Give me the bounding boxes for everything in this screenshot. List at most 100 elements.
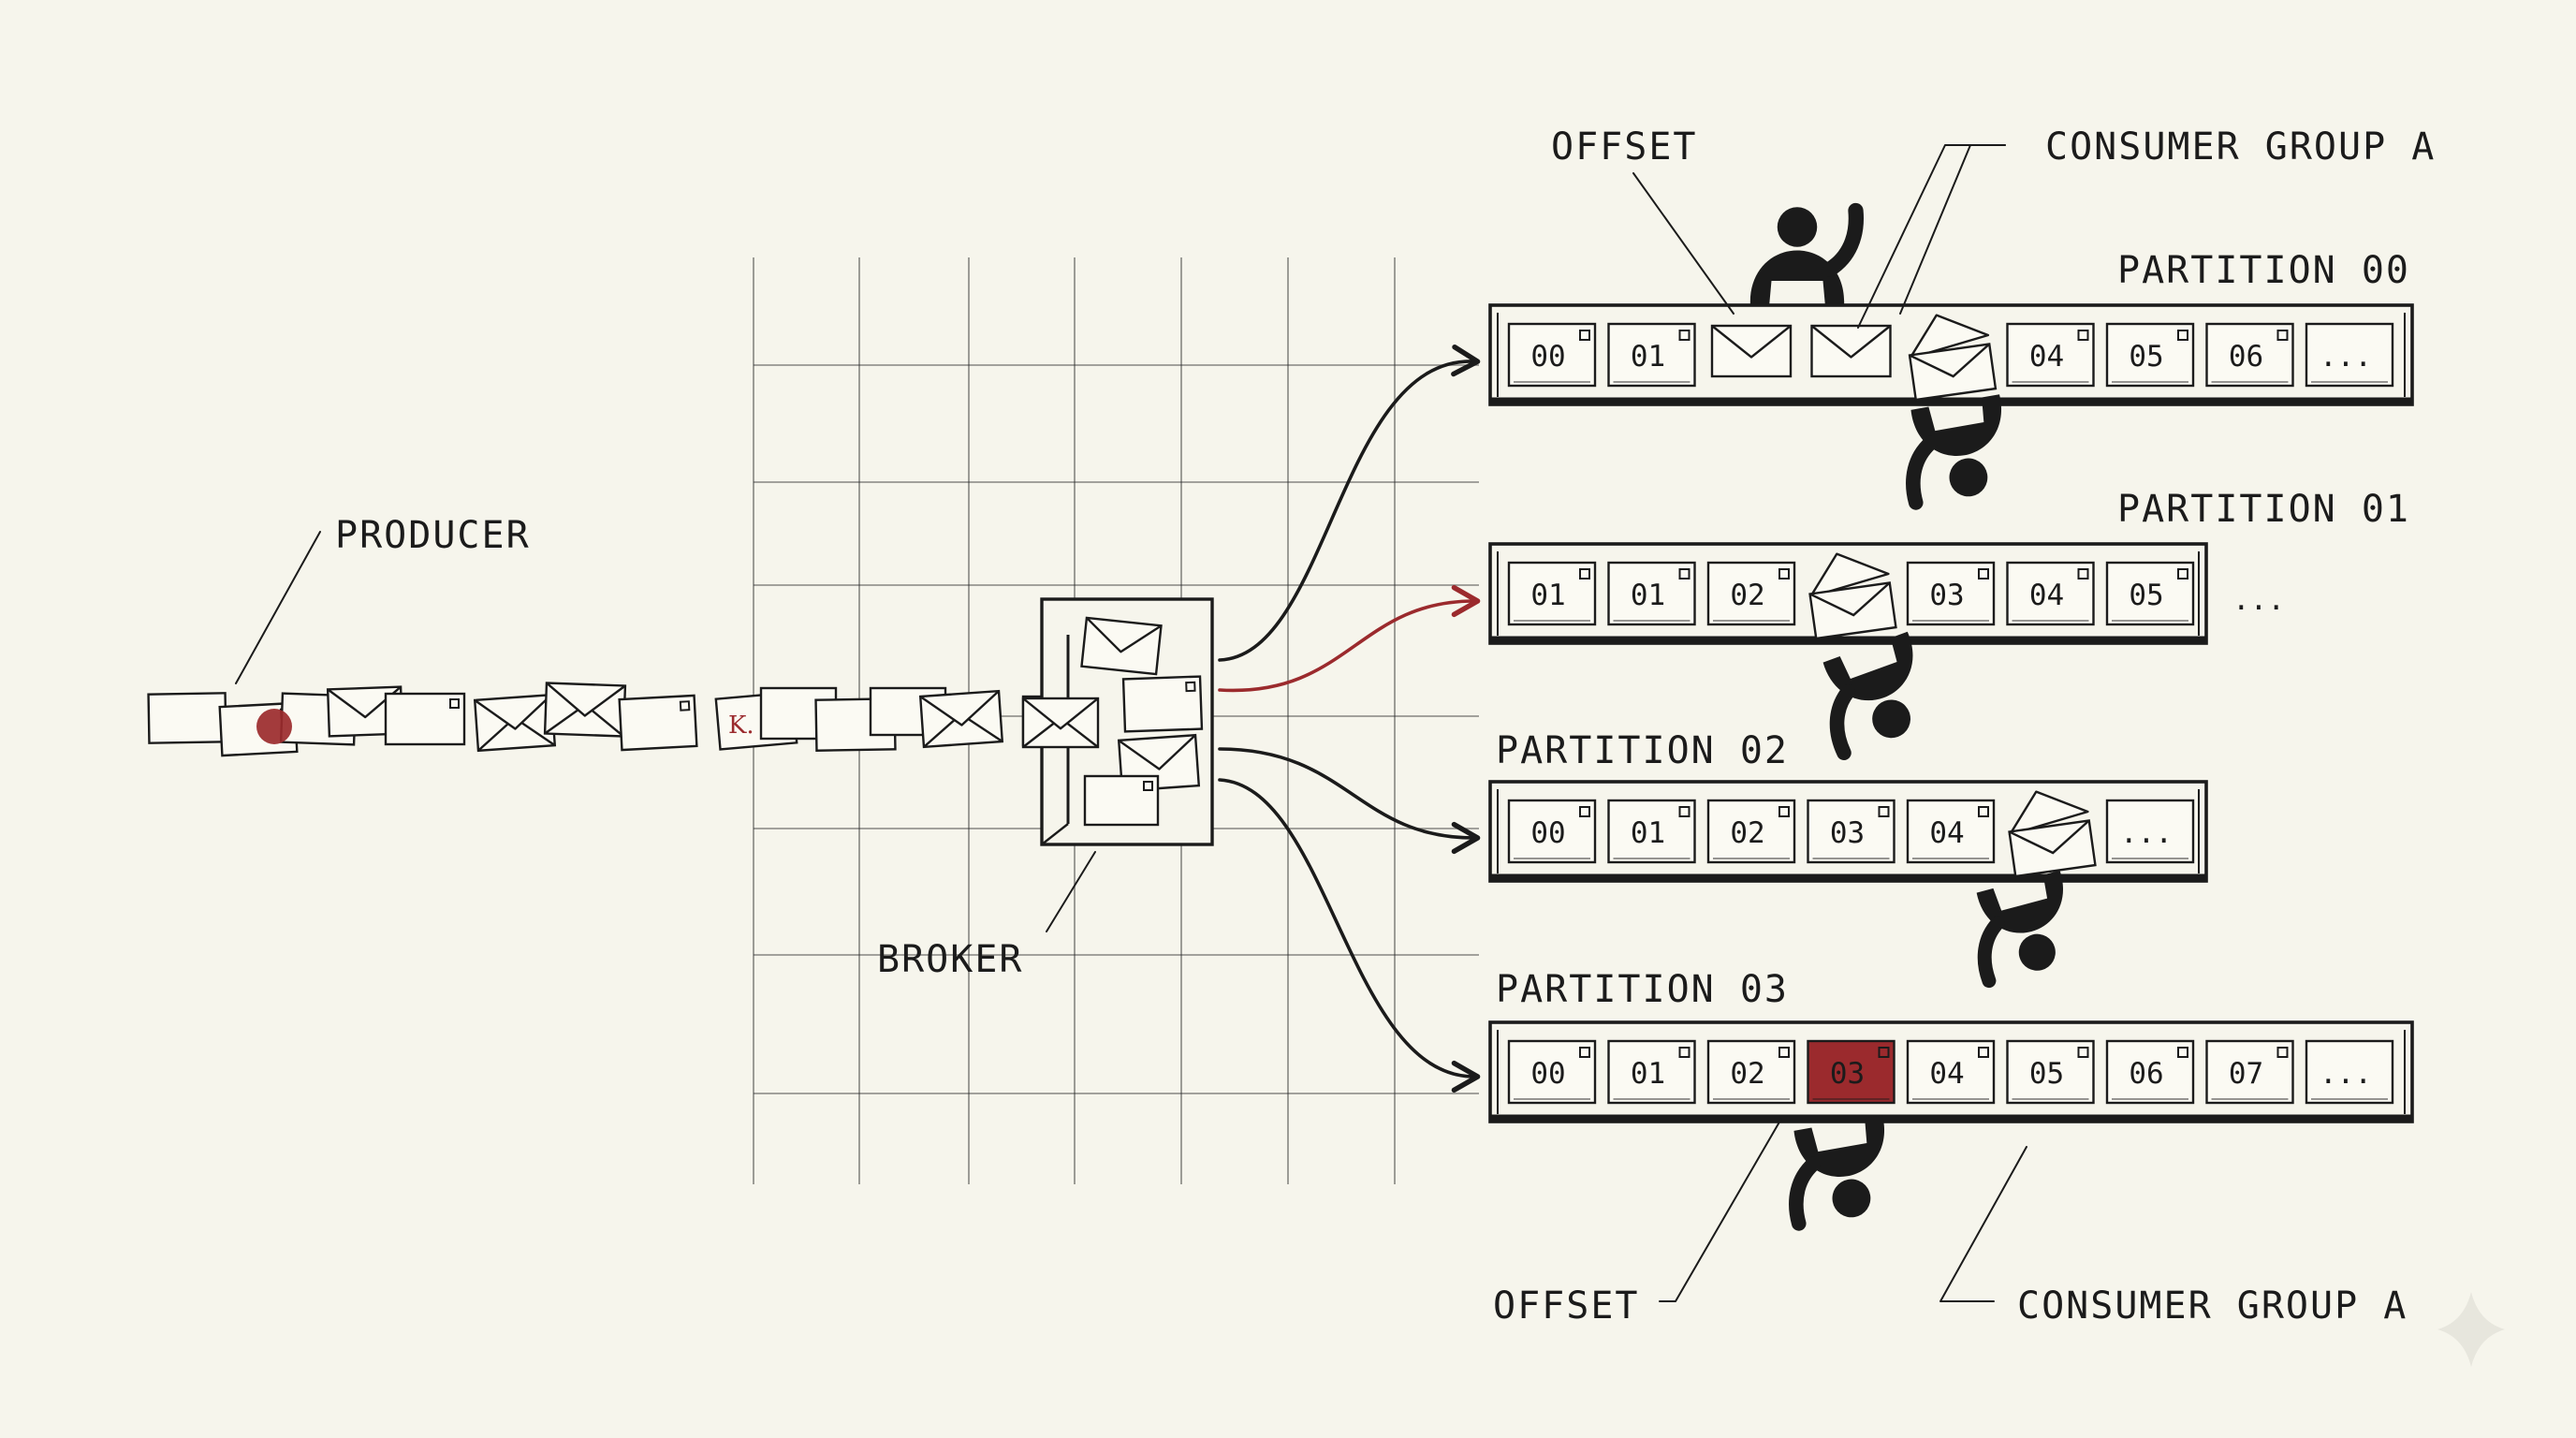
offset-cell-label: 04: [1929, 1057, 1964, 1091]
producer-message-stream: K.: [147, 682, 1100, 757]
offset-cell-label: 04: [2029, 579, 2064, 612]
offset-cell-label: 04: [1929, 816, 1964, 850]
offset-cell-label: 00: [1530, 340, 1565, 374]
offset-cell: 03: [1807, 799, 1895, 864]
offset-cell: 05: [2105, 322, 2195, 388]
offset-cell: 01: [1607, 799, 1696, 864]
offset-cell: 02: [1706, 1039, 1796, 1105]
offset-cell: 02: [1706, 561, 1796, 626]
stream-envelope-icon: [384, 692, 466, 746]
open-envelope-icon: [1908, 314, 1998, 402]
offset-cell-label: 01: [1530, 579, 1565, 612]
offset-cell: 06: [2205, 322, 2294, 388]
offset-cell-label: 05: [2029, 1057, 2064, 1091]
offset-cell-label: ...: [2120, 816, 2173, 850]
consumer-person-icon: [1906, 394, 2001, 510]
consumer-person-icon: [1822, 631, 1913, 760]
offset-cell: 06: [2105, 1039, 2195, 1105]
consumer-person-icon: [1976, 870, 2063, 989]
offset-cell-label: 03: [1830, 1057, 1865, 1091]
consumer-group-label-bottom: CONSUMER GROUP A: [2017, 1284, 2408, 1328]
offset-cell: ...: [2305, 1039, 2394, 1105]
stream-envelope-icon: [473, 693, 557, 753]
consumers: [1749, 202, 2063, 1231]
offset-cell-label: 00: [1530, 1057, 1565, 1091]
offset-cell-label: 01: [1631, 1057, 1665, 1091]
offset-label-top: OFFSET: [1551, 125, 1698, 169]
open-envelope-icon: [1808, 552, 1897, 640]
broker-envelope-icon: [1080, 616, 1163, 676]
partition-tail-ellipsis: ...: [2232, 583, 2285, 617]
offset-cell: 02: [1706, 799, 1796, 864]
offset-cell-label: 04: [2029, 340, 2064, 374]
offset-cell-label: ...: [2320, 1057, 2372, 1091]
key-seal-icon: [256, 709, 292, 744]
routing-arrow: [1218, 584, 1481, 693]
consumer-group-label-top: CONSUMER GROUP A: [2045, 125, 2436, 169]
offset-cell-label: ...: [2320, 340, 2372, 374]
broker-envelope-icon: [1083, 774, 1160, 827]
offset-cell: 00: [1507, 799, 1597, 864]
stream-envelope-icon: [326, 685, 404, 738]
offset-cell: 00: [1507, 1039, 1597, 1105]
offset-cell-label: 07: [2229, 1057, 2263, 1091]
stream-key-label: K.: [728, 712, 754, 740]
offset-cell-label: 00: [1530, 816, 1565, 850]
offset-cell-label: 02: [1730, 1057, 1764, 1091]
routing-arrows: [1218, 345, 1481, 1093]
routing-arrow: [1218, 778, 1481, 1093]
offset-cell: 03: [1906, 561, 1996, 626]
offset-cell: 05: [2006, 1039, 2095, 1105]
broker-envelope-icon: [1021, 697, 1100, 749]
offset-cell: 04: [2006, 561, 2095, 626]
offset-cell: 04: [2006, 322, 2095, 388]
offset-cell: 04: [1906, 799, 1996, 864]
broker-mailbox: [1021, 597, 1214, 846]
offset-cell-label: 06: [2229, 340, 2263, 374]
broker-label: BROKER: [877, 938, 1024, 981]
offset-cell-label: 03: [1830, 816, 1865, 850]
offset-cell: 01: [1507, 561, 1597, 626]
partition-row: PARTITION 00 00 01 04 05 06...: [1488, 249, 2414, 406]
highlighted-offset-cell: 03: [1807, 1039, 1895, 1105]
offset-cell: 01: [1607, 322, 1696, 388]
offset-cell-label: 02: [1730, 816, 1764, 850]
partition-name: PARTITION 03: [1496, 968, 1789, 1011]
stream-envelope-icon: [147, 692, 227, 744]
partition-name: PARTITION 02: [1496, 729, 1789, 772]
offset-label-bottom: OFFSET: [1493, 1284, 1640, 1328]
offset-cell-label: 01: [1631, 340, 1665, 374]
stream-envelope-icon: [543, 682, 627, 738]
offset-cell: 01: [1607, 1039, 1696, 1105]
label-leaders: [235, 144, 2027, 1302]
offset-cell-label: 06: [2129, 1057, 2163, 1091]
partition-name: PARTITION 00: [2117, 249, 2410, 292]
cell-envelope-icon: [1710, 324, 1793, 378]
sparkle-icon: [2437, 1292, 2505, 1367]
offset-cell: 00: [1507, 322, 1597, 388]
partition-row: PARTITION 03 00 01 02 03 04 05 06 07...: [1488, 968, 2414, 1123]
broker-envelope-icon: [1121, 675, 1204, 733]
offset-cell: 01: [1607, 561, 1696, 626]
stream-envelope-icon: [918, 689, 1004, 749]
cell-envelope-icon: [1810, 324, 1892, 378]
partition-name: PARTITION 01: [2117, 488, 2410, 531]
offset-cell: 07: [2205, 1039, 2294, 1105]
consumer-person-icon: [1789, 1115, 1884, 1231]
offset-cell-label: 05: [2129, 340, 2163, 374]
partition-row: PARTITION 02 00 01 02 03 04...: [1488, 729, 2208, 883]
routing-arrow: [1218, 345, 1481, 662]
offset-cell: ...: [2305, 322, 2394, 388]
consumer-person-icon: [1749, 202, 1864, 307]
offset-cell-label: 01: [1631, 816, 1665, 850]
offset-cell: 04: [1906, 1039, 1996, 1105]
open-envelope-icon: [2008, 790, 2097, 878]
offset-cell-label: 03: [1929, 579, 1964, 612]
stream-envelope-icon: [618, 694, 698, 752]
offset-cell-label: 05: [2129, 579, 2163, 612]
offset-cell: 05: [2105, 561, 2195, 626]
